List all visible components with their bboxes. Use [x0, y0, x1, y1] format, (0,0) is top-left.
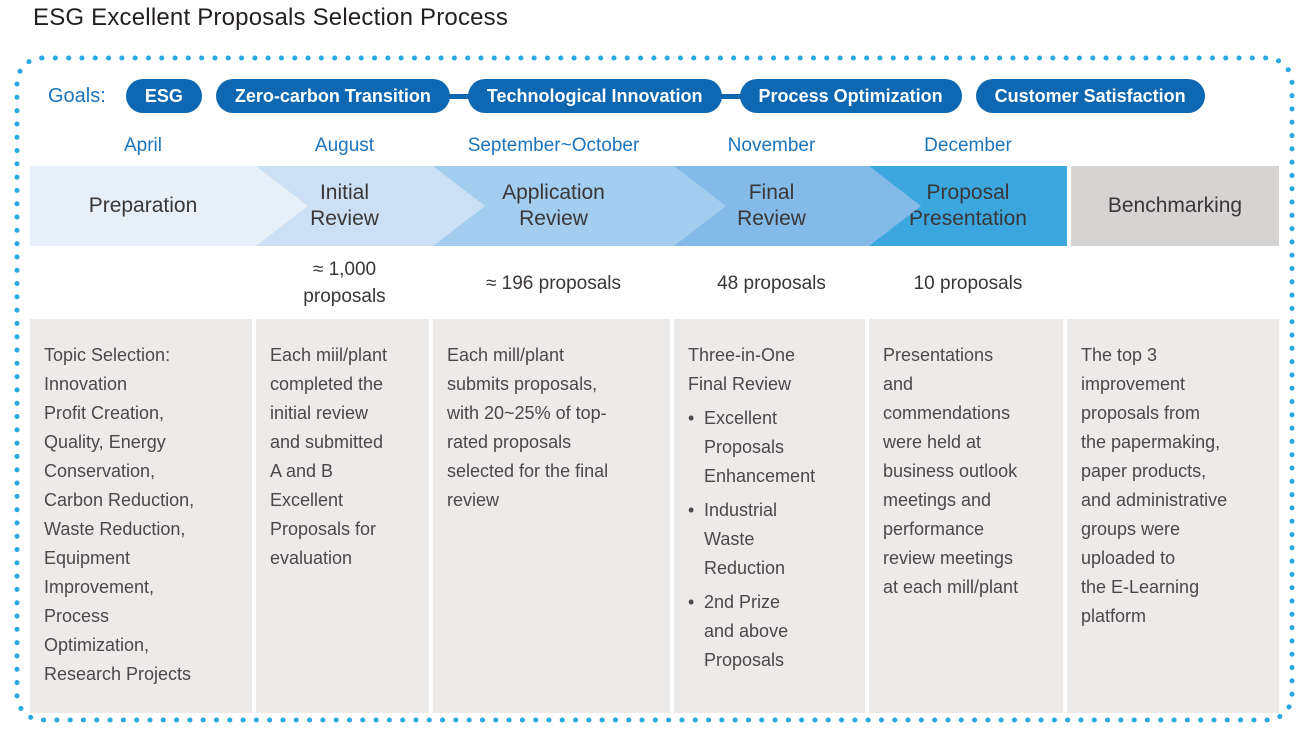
bullet-text: Industrial Waste Reduction	[704, 500, 786, 578]
month-label-april: April	[123, 135, 162, 156]
goal-pill-customer-satisfaction: Customer Satisfaction	[975, 79, 1205, 113]
detail-proposal-presentation: Presentations and commendations were hel…	[869, 319, 1067, 713]
goal-pill-technological-innovation: Technological Innovation	[467, 79, 722, 113]
process-panel: Goals: ESG Zero-carbon Transition Techno…	[14, 55, 1295, 727]
month-label-november: November	[727, 135, 816, 156]
stage-label: Final Review	[737, 181, 806, 230]
month-label-empty	[1067, 135, 1279, 161]
stage-label: Initial Review	[310, 181, 379, 230]
count-cell-empty	[1067, 255, 1279, 311]
stage-label: Proposal Presentation	[909, 181, 1027, 230]
detail-text: Presentations and commendations were hel…	[883, 345, 1019, 597]
goal-pill-process-optimization: Process Optimization	[739, 79, 962, 113]
goal-pill-zero-carbon-transition: Zero-carbon Transition	[215, 79, 450, 113]
stage-benchmarking: Benchmarking	[1067, 166, 1279, 246]
count-final-review: 48 proposals	[674, 255, 869, 311]
count-initial-review: ≈ 1,000 proposals	[256, 255, 433, 311]
months-row: April August September~October November …	[30, 135, 1279, 161]
goal-pill-esg: ESG	[125, 79, 202, 113]
pill-connector	[717, 93, 744, 99]
bullet-icon: •	[688, 500, 695, 520]
count-value: 10 proposals	[913, 272, 1023, 294]
bullet-icon: •	[688, 408, 695, 428]
bullet-icon: •	[688, 592, 695, 612]
panel-content: Goals: ESG Zero-carbon Transition Techno…	[14, 55, 1295, 713]
proposal-counts-row: ≈ 1,000 proposals ≈ 196 proposals 48 pro…	[30, 255, 1279, 311]
detail-preparation: Topic Selection: Innovation Profit Creat…	[30, 319, 256, 713]
detail-benchmarking: The top 3 improvement proposals from the…	[1067, 319, 1279, 713]
pill-connector	[445, 93, 472, 99]
detail-text: Each miil/plant completed the initial re…	[270, 345, 388, 568]
count-value: ≈ 196 proposals	[485, 272, 622, 294]
detail-final-review: Three-in-One Final Review • Excellent Pr…	[674, 319, 869, 713]
count-application-review: ≈ 196 proposals	[433, 255, 674, 311]
stage-label: Application Review	[502, 181, 605, 230]
dotted-border	[14, 55, 1295, 723]
stage-label: Preparation	[88, 194, 198, 217]
detail-text: Each mill/plant submits proposals, with …	[447, 345, 609, 510]
goals-row: Goals: ESG Zero-carbon Transition Techno…	[30, 79, 1279, 113]
process-band: Preparation Initial Review Application R…	[30, 166, 1279, 246]
count-proposal-presentation: 10 proposals	[869, 255, 1067, 311]
stage-label: Benchmarking	[1107, 194, 1243, 217]
goals-label: Goals:	[48, 84, 106, 107]
detail-heading: Three-in-One Final Review	[688, 345, 796, 394]
month-label-september-october: September~October	[467, 135, 640, 156]
bullet-item: • Industrial Waste Reduction	[688, 496, 859, 583]
detail-text: Topic Selection: Innovation Profit Creat…	[44, 345, 195, 684]
detail-application-review: Each mill/plant submits proposals, with …	[433, 319, 674, 713]
bullet-item: • 2nd Prize and above Proposals	[688, 588, 859, 675]
detail-text: The top 3 improvement proposals from the…	[1081, 345, 1228, 626]
count-value: ≈ 1,000 proposals	[303, 259, 386, 307]
bullet-text: 2nd Prize and above Proposals	[704, 592, 789, 670]
page-title: ESG Excellent Proposals Selection Proces…	[33, 4, 509, 31]
stage-preparation: Preparation	[30, 166, 308, 246]
detail-initial-review: Each miil/plant completed the initial re…	[256, 319, 433, 713]
bullet-item: • Excellent Proposals Enhancement	[688, 404, 859, 491]
count-value: 48 proposals	[717, 272, 826, 294]
count-cell-empty	[30, 255, 256, 311]
bullet-text: Excellent Proposals Enhancement	[704, 408, 816, 486]
month-label-december: December	[924, 135, 1012, 156]
details-row: Topic Selection: Innovation Profit Creat…	[30, 319, 1279, 713]
month-label-august: August	[314, 135, 375, 156]
